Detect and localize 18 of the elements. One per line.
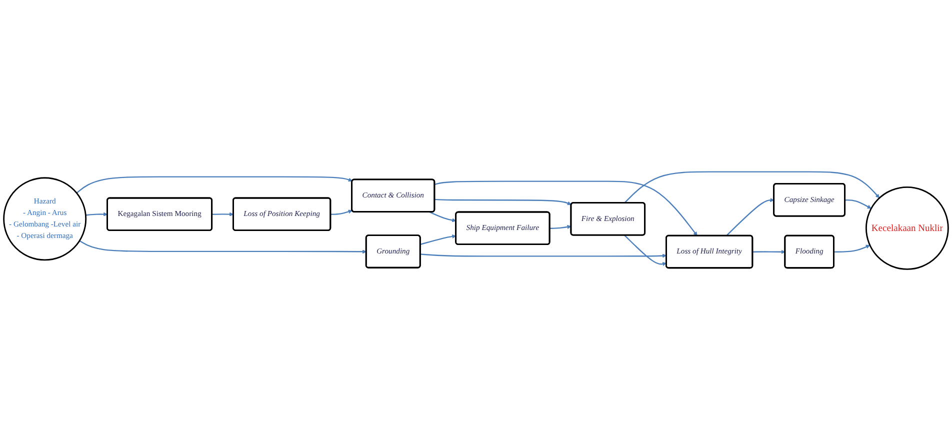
arrow (429, 211, 456, 222)
arrow (845, 199, 872, 209)
arrow (420, 254, 667, 258)
arrow (726, 198, 774, 236)
arrow (624, 234, 667, 266)
arrow (79, 240, 367, 254)
arrow (434, 198, 572, 206)
arrow (550, 224, 572, 230)
arrow (434, 180, 698, 236)
arrow (834, 244, 870, 253)
arrow (624, 171, 880, 204)
arrow (420, 234, 456, 245)
arrow (76, 176, 352, 194)
arrow (86, 212, 108, 216)
arrow (330, 210, 352, 215)
node-circle: Kecelakaan Nuklir (865, 186, 949, 270)
arrow (752, 250, 786, 254)
arrow (212, 212, 234, 216)
